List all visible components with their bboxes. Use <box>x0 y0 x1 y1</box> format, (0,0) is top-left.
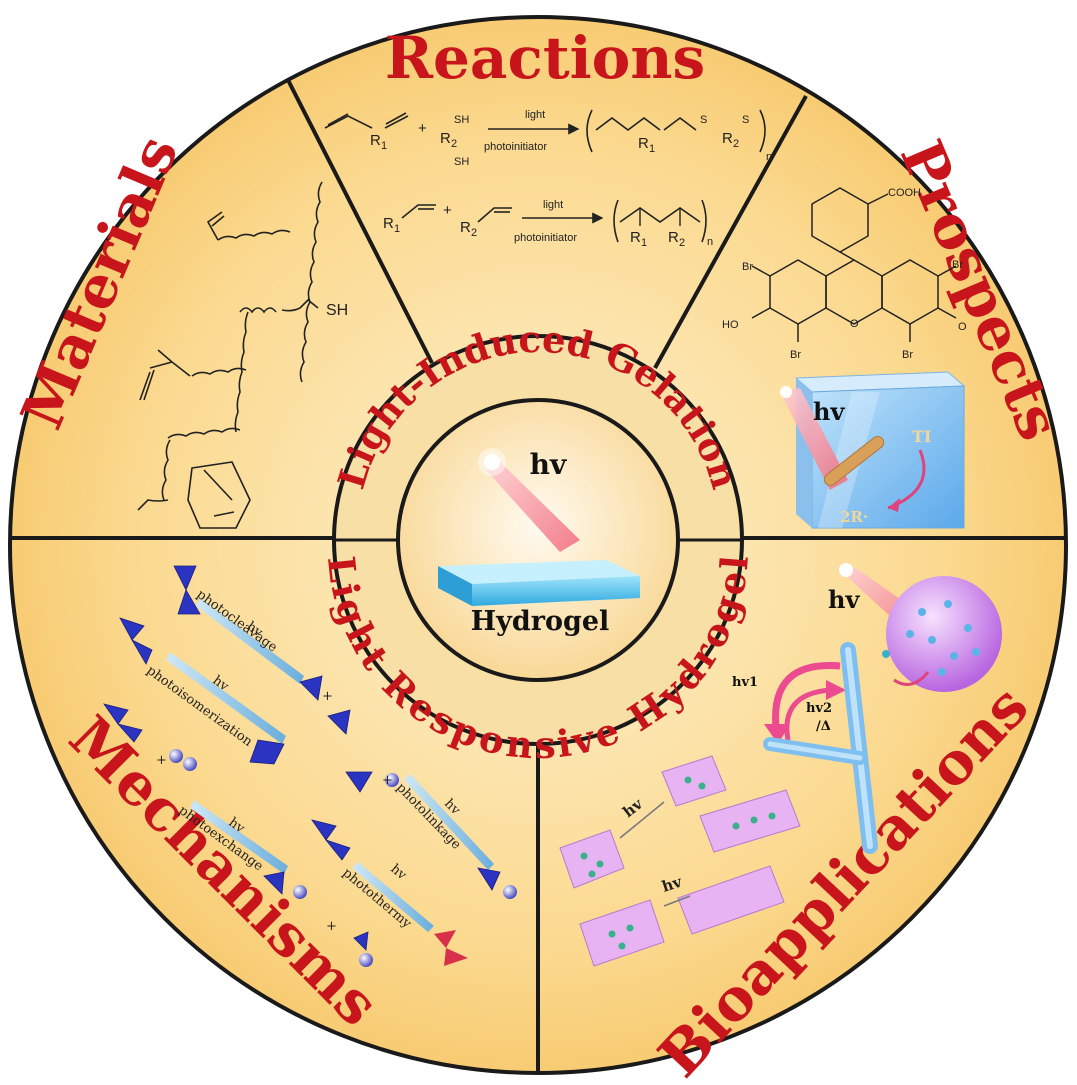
section-dividers <box>12 79 1064 1072</box>
br-4: Br <box>902 349 913 361</box>
hydrogel-cube <box>780 371 966 529</box>
sh-bottom: SH <box>454 156 469 168</box>
center-disc <box>396 398 680 682</box>
r1b: R <box>383 215 394 232</box>
s1: S <box>700 114 707 126</box>
r1-sub: 1 <box>381 140 387 152</box>
r2-prod-sub: 2 <box>733 138 739 150</box>
prospects-hv: hv <box>813 397 845 426</box>
s2: S <box>742 114 749 126</box>
reaction-scheme-2: R 1 + R 2 light photoinitiator R 1 R 2 n <box>383 199 713 249</box>
center-beam <box>478 448 580 552</box>
cooh: COOH <box>888 187 921 199</box>
br-2: Br <box>952 259 963 271</box>
plus-exchange-2: + <box>326 919 337 934</box>
delta: /Δ <box>816 719 831 734</box>
r2b-sub: 2 <box>471 227 477 239</box>
bio-hv-top: hv <box>828 585 860 614</box>
n2: n <box>707 236 713 248</box>
r1c: R <box>630 229 641 246</box>
hv1: hv1 <box>732 675 758 690</box>
light-label: light <box>525 109 545 121</box>
r1-prod-sub: 1 <box>649 143 655 155</box>
r2-label: R <box>440 130 451 147</box>
bioapps-tube <box>763 642 878 854</box>
photothermy-red-top <box>434 930 456 948</box>
ti-label: TI <box>912 427 931 446</box>
reaction-scheme-1: R 1 + SH R 2 SH light photoinitiator R 1… <box>324 109 772 168</box>
br-1: Br <box>742 261 753 273</box>
center-hydrogel-slab <box>438 560 640 606</box>
mechanism-arrows <box>166 598 494 932</box>
n-label: n <box>766 151 772 163</box>
polymer-network <box>137 181 323 529</box>
release-sphere <box>839 563 1002 692</box>
center-hydrogel-label: Hydrogel <box>471 606 610 637</box>
sh-top: SH <box>454 114 469 126</box>
sh-material: SH <box>326 302 348 319</box>
mechanism-shapes <box>103 565 501 951</box>
plus-linkage: + <box>382 773 393 788</box>
r2-sub: 2 <box>451 138 457 150</box>
radical-label: 2R· <box>840 508 868 526</box>
r1-label: R <box>370 132 381 149</box>
r1-prod: R <box>638 135 649 152</box>
r2c: R <box>668 229 679 246</box>
r2-prod: R <box>722 130 733 147</box>
ketone-o: O <box>958 321 967 333</box>
bioapps-patches <box>559 755 801 967</box>
plus-exchange: + <box>156 753 167 768</box>
r2b: R <box>460 219 471 236</box>
plus: + <box>418 120 427 137</box>
r1c-sub: 1 <box>641 237 647 249</box>
photothermy-red-bottom <box>444 948 468 966</box>
photoinitiator-label-2: photoinitiator <box>514 232 577 244</box>
eosin-molecule <box>751 187 957 342</box>
br-3: Br <box>790 349 801 361</box>
bioapps-arrows <box>764 662 846 744</box>
hv2: hv2 <box>806 701 832 716</box>
light-label-2: light <box>543 199 563 211</box>
ho: HO <box>722 319 739 331</box>
label-reactions: Reactions <box>385 24 705 92</box>
r1b-sub: 1 <box>394 223 400 235</box>
bio-hv-patch-2: hv <box>660 872 685 896</box>
center-hv: hv <box>530 448 567 481</box>
ring-o: O <box>850 318 859 330</box>
plus2: + <box>443 202 452 219</box>
mechanism-spheres <box>169 749 517 967</box>
r2c-sub: 2 <box>679 237 685 249</box>
plus-cleavage: + <box>322 689 333 704</box>
photoinitiator-label: photoinitiator <box>484 141 547 153</box>
